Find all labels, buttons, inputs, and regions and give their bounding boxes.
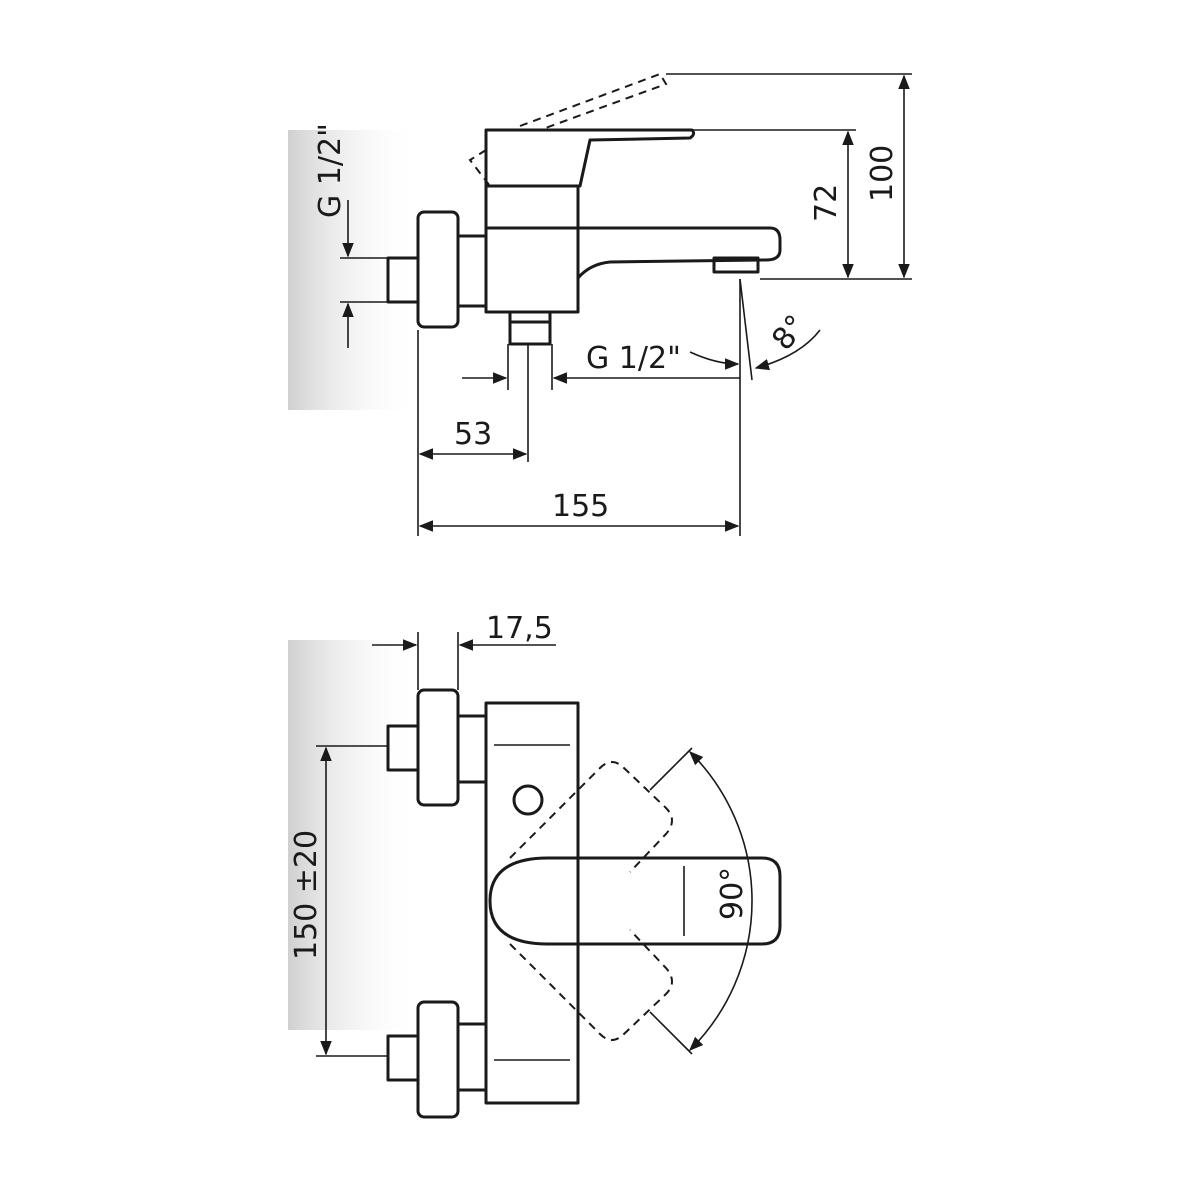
dim-outlet-offset: 53 — [454, 417, 492, 452]
handle-dashed-up — [509, 761, 673, 873]
dim-projection: 155 — [552, 489, 609, 524]
lever-raised-dashed — [468, 72, 668, 187]
lever-handle — [484, 128, 696, 188]
handle-top — [488, 856, 782, 946]
dim-angle-90: 90° — [715, 867, 750, 920]
eccentric-connector — [456, 234, 488, 308]
wall-shade-top — [288, 130, 418, 410]
diverter-hole — [512, 784, 544, 816]
mixer-body — [484, 184, 580, 314]
flange-bottom — [416, 1000, 460, 1119]
mixer-body-top — [484, 701, 580, 1105]
flange-top — [416, 688, 460, 807]
dim-spout-height: 72 — [809, 184, 844, 222]
spout — [576, 226, 782, 280]
dim-eccentric: 17,5 — [486, 611, 553, 646]
dim-outlet-thread: G 1/2" — [586, 341, 681, 376]
inlet-nipple — [386, 256, 420, 304]
dim-angle-8: 8° — [765, 309, 814, 358]
wall-flange — [416, 210, 460, 329]
wall-shade-bottom — [288, 640, 418, 1030]
handle-dashed-down — [509, 929, 673, 1041]
nipple-top — [386, 724, 420, 772]
nipple-bottom — [386, 1034, 420, 1082]
top-view: 90° 17,5 150 ±20 — [289, 611, 782, 1119]
aerator — [712, 256, 760, 274]
shower-outlet — [508, 310, 552, 346]
dim-spacing: 150 ±20 — [289, 830, 324, 960]
dim-inlet-thread: G 1/2" — [313, 123, 348, 218]
dim-total-height: 100 — [865, 145, 900, 202]
